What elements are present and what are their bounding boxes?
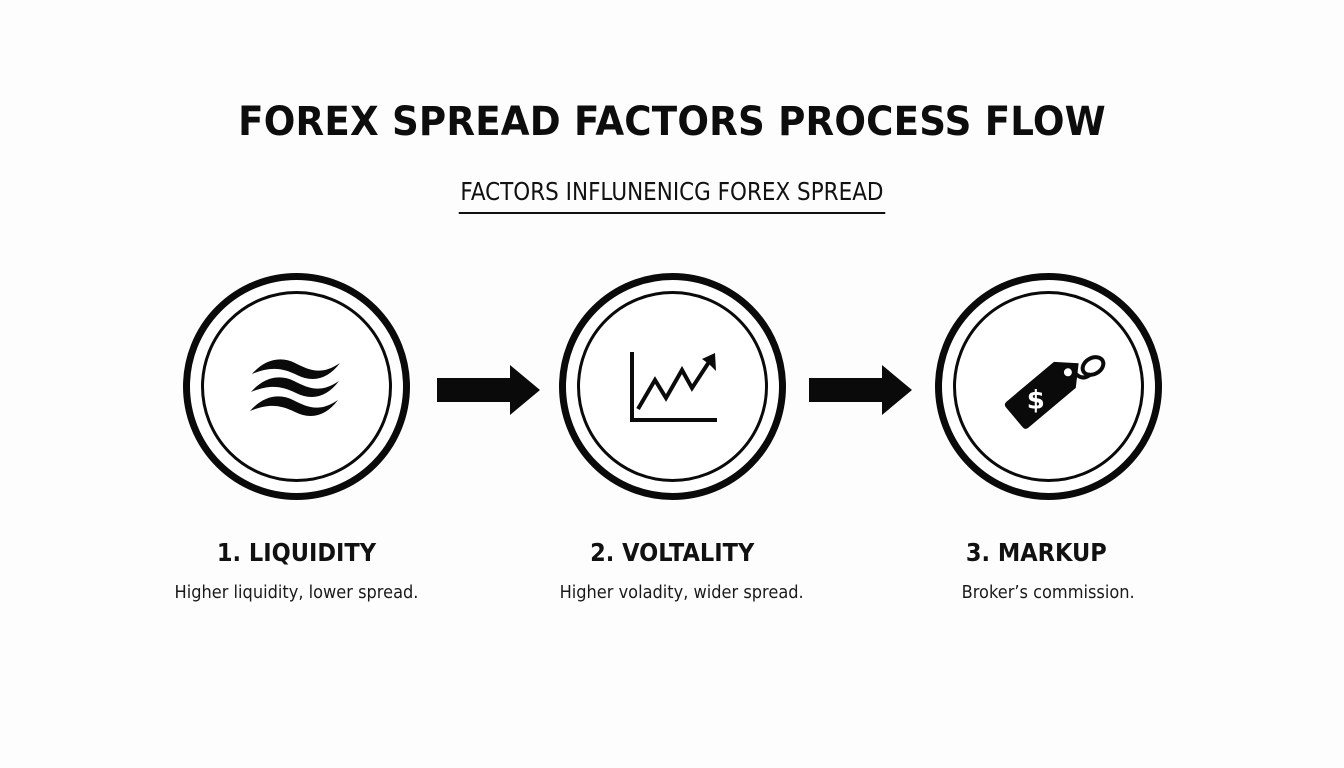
step-volatility-description: Higher voladity, wider spread.: [559, 582, 805, 603]
inner-ring: [201, 291, 392, 482]
step-liquidity-circle: [183, 273, 410, 500]
inner-ring: [577, 291, 768, 482]
arrow-right-icon: [809, 365, 912, 415]
page-subtitle: FACTORS INFLUNENICG FOREX SPREAD: [458, 176, 886, 214]
step-markup-title: 3. MARKUP: [965, 538, 1107, 567]
step-markup-circle: $: [935, 273, 1162, 500]
step-volatility-title: 2. VOLTALITY: [589, 538, 755, 567]
step-liquidity-title: 1. LIQUIDITY: [216, 538, 376, 567]
waves-icon: [250, 359, 340, 416]
arrow-right-icon: [437, 365, 540, 415]
step-liquidity-description: Higher liquidity, lower spread.: [174, 582, 418, 603]
step-volatility-circle: [559, 273, 786, 500]
step-markup-description: Broker’s commission.: [961, 582, 1135, 603]
svg-text:$: $: [1027, 385, 1045, 415]
price-tag-dollar-icon: $: [1004, 355, 1106, 429]
trending-chart-icon: [630, 352, 717, 422]
page-title: FOREX SPREAD FACTORS PROCESS FLOW: [238, 99, 1106, 145]
inner-ring: [953, 291, 1144, 482]
subtitle-container: FACTORS INFLUNENICG FOREX SPREAD: [0, 176, 1344, 214]
